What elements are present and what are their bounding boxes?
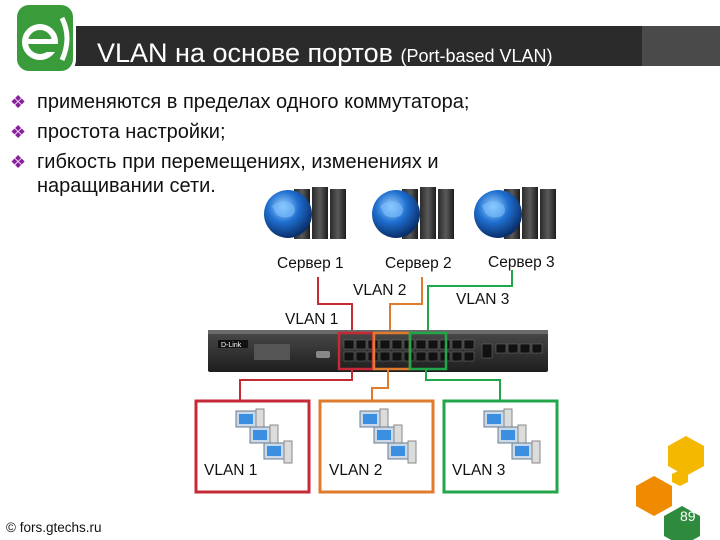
diamond-cluster-icon: ❖: [10, 92, 27, 112]
client-group-vlan3: [442, 399, 559, 494]
server-2-icon: [372, 187, 454, 239]
link-label-vlan1: VLAN 1: [285, 311, 339, 328]
hexagon-decoration-icon: [636, 436, 704, 540]
link-vlan1-clients: [239, 369, 353, 400]
computers-vlan2-icon: [359, 408, 417, 464]
server-3-icon: [474, 187, 556, 239]
group-label-vlan2: VLAN 2: [329, 462, 383, 479]
link-vlan3-server: [427, 270, 513, 332]
diamond-cluster-icon: ❖: [10, 122, 27, 142]
switch-icon: D-Link: [208, 330, 548, 372]
logo-icon: [14, 2, 76, 74]
group-label-vlan3: VLAN 3: [452, 462, 506, 479]
computers-vlan1-icon: [235, 408, 293, 464]
server-1-icon: [264, 187, 346, 239]
server-3-label: Сервер 3: [488, 254, 555, 271]
link-vlan3-clients: [425, 369, 501, 400]
server-2-label: Сервер 2: [385, 255, 452, 272]
switch-brand: D-Link: [221, 342, 242, 349]
group-label-vlan1: VLAN 1: [204, 462, 258, 479]
port-group-vlan3: [408, 331, 448, 371]
bullet-item: ❖простота настройки;: [10, 121, 226, 143]
client-group-vlan1: [194, 399, 311, 494]
client-group-vlan2: [318, 399, 435, 494]
page-number: 89: [680, 508, 696, 524]
bullet-list: ❖применяются в пределах одного коммутато…: [10, 90, 570, 204]
page-title: VLAN на основе портов (Port-based VLAN): [97, 38, 553, 71]
link-vlan2-clients: [371, 369, 389, 400]
server-1-label: Сервер 1: [277, 255, 344, 272]
bullet-item: ❖применяются в пределах одного коммутато…: [10, 91, 470, 113]
bullet-item: ❖гибкость при перемещениях, изменениях и…: [10, 151, 439, 197]
title-main: VLAN на основе портов: [97, 38, 393, 68]
link-vlan1-server: [317, 277, 353, 332]
link-label-vlan3: VLAN 3: [456, 291, 510, 308]
title-bar-accent: [642, 26, 720, 66]
link-label-vlan2: VLAN 2: [353, 282, 407, 299]
diamond-cluster-icon: ❖: [10, 152, 27, 172]
footer-copyright: © fors.gtechs.ru: [6, 520, 102, 535]
computers-vlan3-icon: [483, 408, 541, 464]
title-subtitle: (Port-based VLAN): [400, 46, 553, 66]
title-bar: [18, 26, 720, 66]
link-vlan2-server: [389, 277, 423, 332]
